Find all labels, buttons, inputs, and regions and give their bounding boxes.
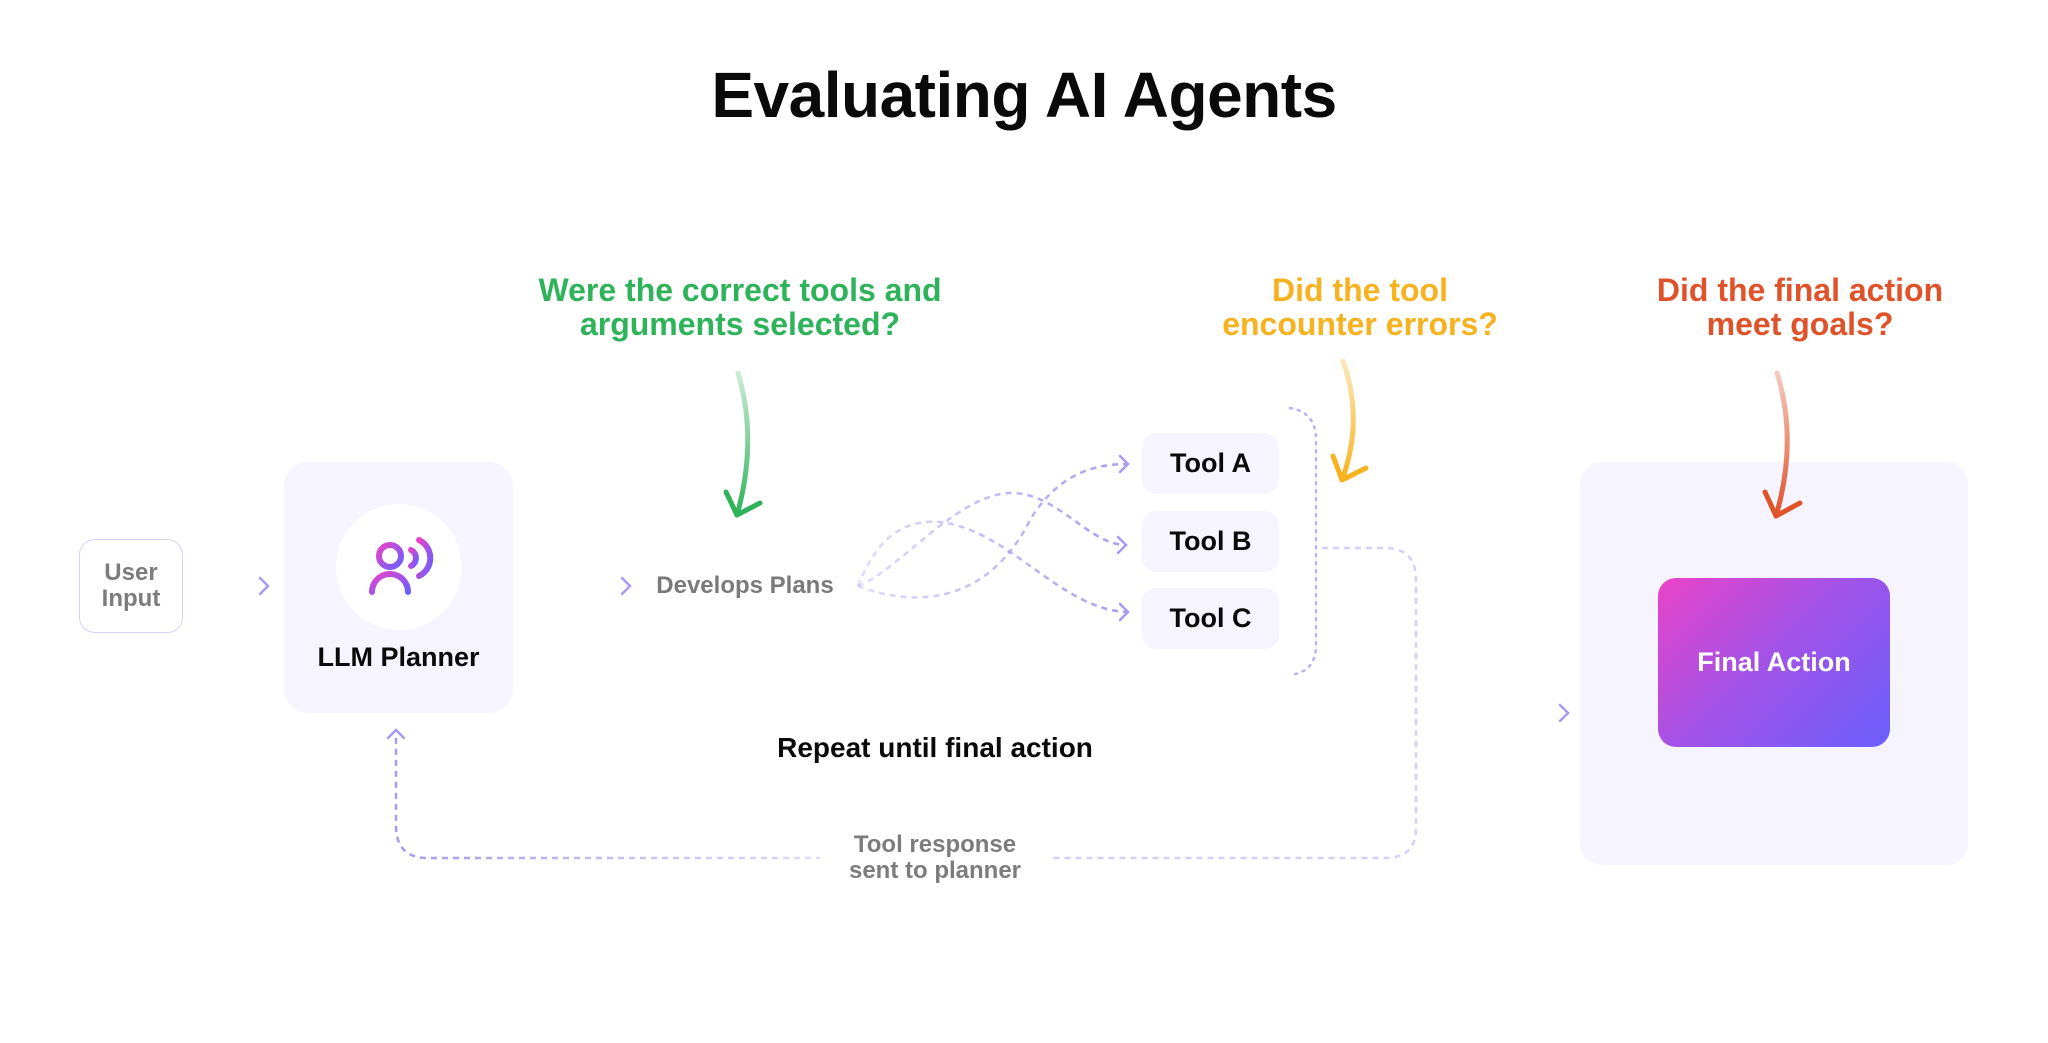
- develops-plans-label: Develops Plans: [656, 572, 834, 599]
- question-line: Did the tool: [1272, 272, 1448, 308]
- question-line: Were the correct tools and: [538, 272, 942, 308]
- plans-to-tool-a-arrow-icon: [857, 454, 1130, 599]
- tool-b-node: Tool B: [1142, 511, 1279, 572]
- planner-to-plans-arrow-icon: [529, 576, 632, 596]
- question-tool-selection: Were the correct tools and arguments sel…: [520, 273, 960, 341]
- repeat-loop-label: Repeat until final action: [777, 732, 1093, 763]
- question-line: Did the final action: [1656, 272, 1944, 308]
- to-final-action-arrow-icon: [1506, 703, 1570, 723]
- question-final-goals: Did the final action meet goals?: [1620, 273, 1980, 341]
- tools-bracket: [1288, 406, 1318, 677]
- planner-icon-circle: [336, 504, 462, 630]
- question-line: meet goals?: [1706, 306, 1894, 342]
- tool-response-label: Tool response sent to planner: [820, 832, 1050, 884]
- user-input-label: User: [104, 559, 158, 586]
- tool-response-line: Tool response: [853, 831, 1017, 858]
- user-input-node: User Input: [79, 539, 183, 633]
- question-tool-errors: Did the tool encounter errors?: [1200, 273, 1520, 341]
- tool-a-node: Tool A: [1142, 433, 1279, 494]
- question-line: encounter errors?: [1222, 306, 1498, 342]
- plans-to-tool-b-arrow-icon: [857, 491, 1128, 588]
- planner-label: LLM Planner: [317, 642, 480, 672]
- question-line: arguments selected?: [579, 306, 901, 342]
- user-input-label: Input: [101, 585, 161, 612]
- user-voice-icon: [369, 537, 434, 595]
- page-title: Evaluating AI Agents: [711, 59, 1337, 131]
- plans-to-tool-c-arrow-icon: [856, 520, 1130, 622]
- final-action-node: Final Action: [1658, 578, 1890, 747]
- tool-response-line: sent to planner: [848, 857, 1022, 884]
- loop-arrowhead-icon: [386, 728, 406, 740]
- input-to-planner-arrow-icon: [202, 576, 270, 596]
- tool-c-node: Tool C: [1142, 588, 1279, 649]
- green-arrow-icon: [723, 370, 763, 518]
- yellow-arrow-icon: [1330, 358, 1369, 483]
